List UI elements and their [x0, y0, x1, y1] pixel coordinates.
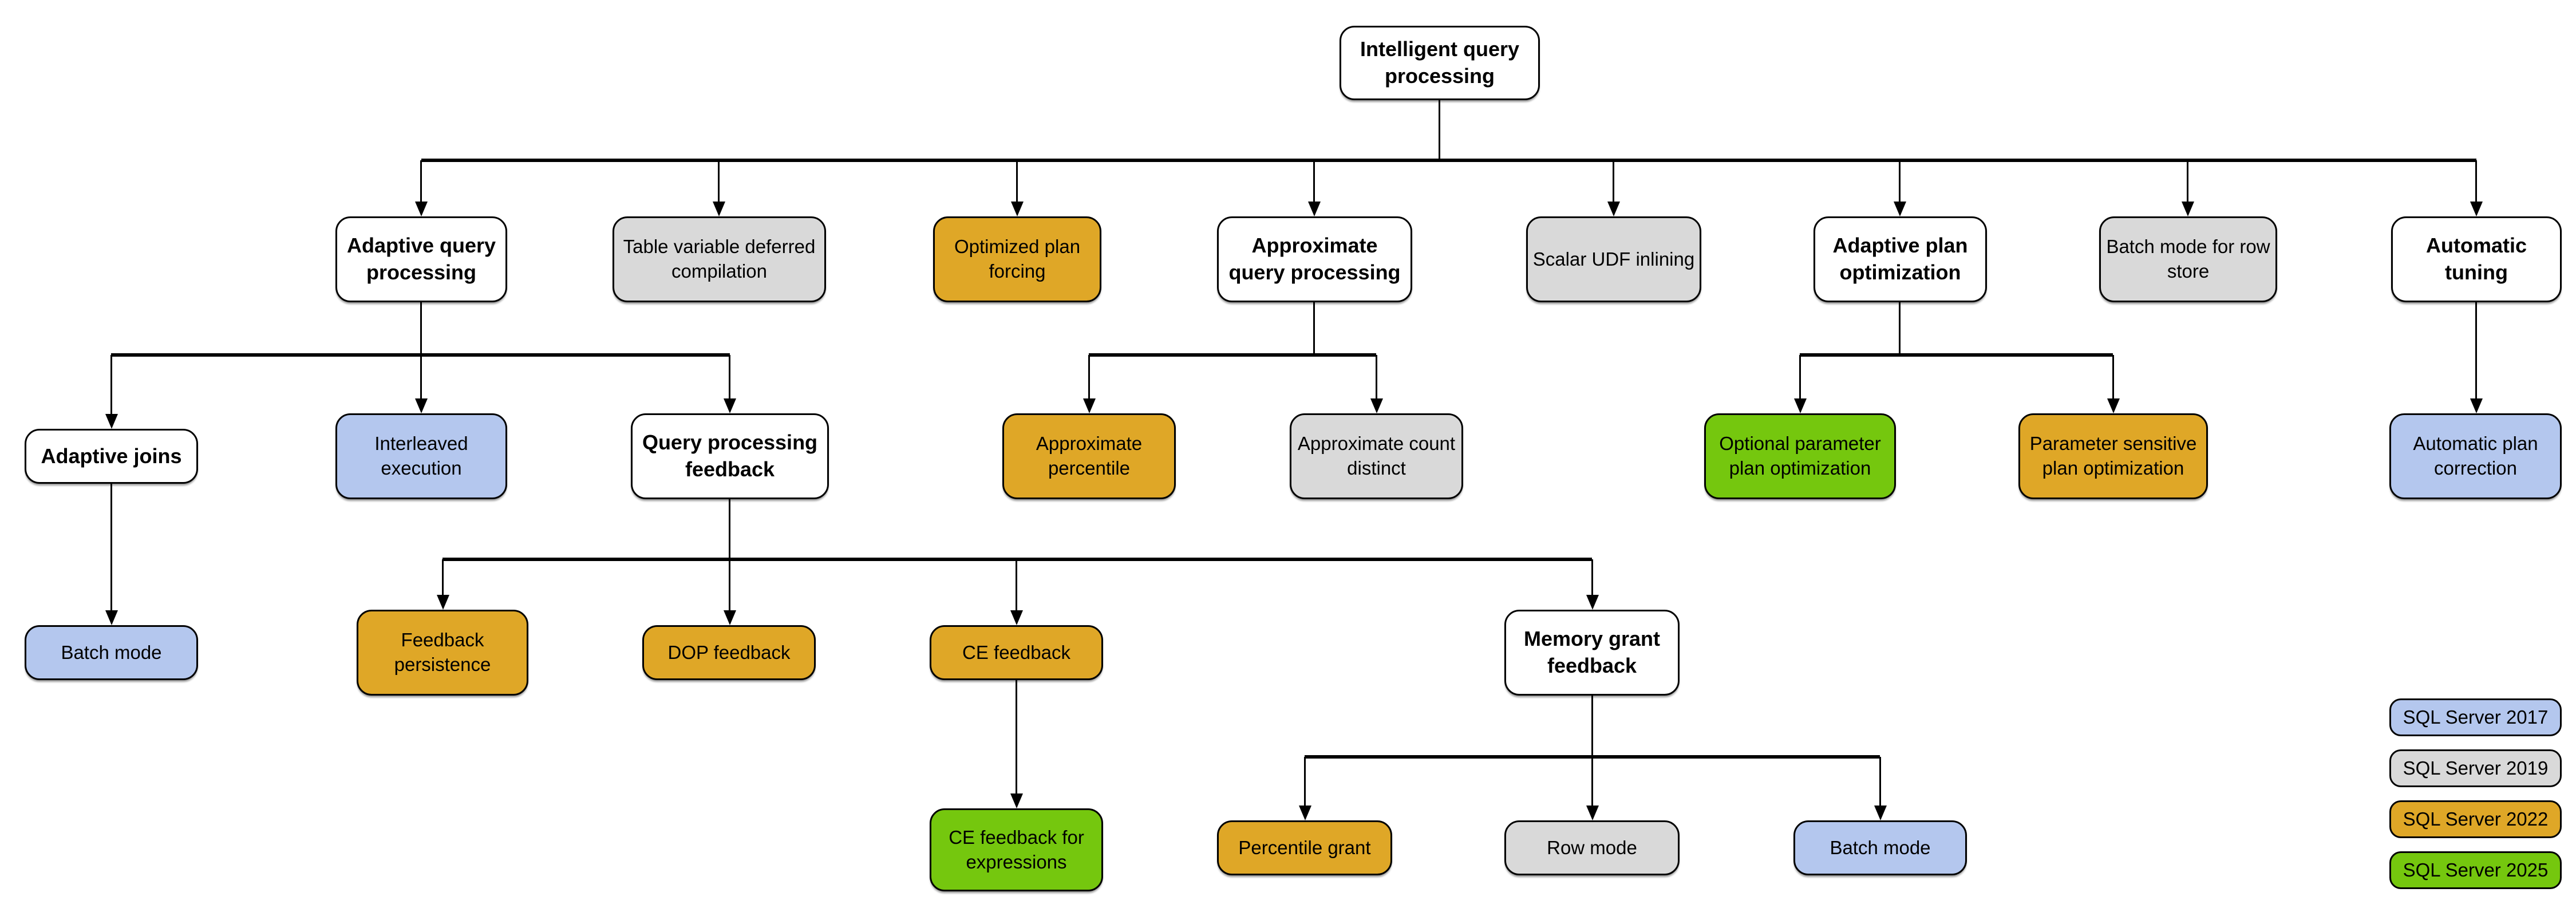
- arrowhead-icon: [713, 202, 725, 216]
- connector-line: [1613, 160, 1614, 206]
- connector-line: [1899, 160, 1901, 206]
- node-adaptive-plan-optimization: Adaptive plan optimization: [1814, 216, 1987, 302]
- arrowhead-icon: [1607, 202, 1620, 216]
- arrowhead-icon: [1083, 398, 1096, 413]
- connector-line: [1591, 757, 1593, 810]
- arrowhead-icon: [724, 398, 736, 413]
- connector-line: [420, 302, 422, 357]
- node-adaptive-query-processing: Adaptive query processing: [335, 216, 507, 302]
- arrowhead-icon: [105, 610, 118, 625]
- node-optional-parameter-plan-optimization: Optional parameter plan optimization: [1704, 413, 1896, 499]
- arrowhead-icon: [1010, 793, 1023, 808]
- node-ce-feedback: CE feedback: [930, 625, 1103, 680]
- arrowhead-icon: [437, 595, 449, 610]
- node-batch-mode-memory-grant: Batch mode: [1793, 820, 1967, 875]
- connector-line: [1591, 696, 1593, 759]
- connector-line: [1016, 559, 1017, 615]
- connector-line: [729, 559, 730, 615]
- arrowhead-icon: [1586, 595, 1599, 610]
- arrowhead-icon: [2470, 398, 2483, 413]
- legend-item-sql-server-2019: SQL Server 2019: [2389, 749, 2562, 787]
- arrowhead-icon: [1874, 806, 1887, 820]
- connector-line: [110, 484, 112, 611]
- connector-line: [1304, 757, 1306, 810]
- node-automatic-plan-correction: Automatic plan correction: [2389, 413, 2562, 499]
- node-ce-feedback-for-expressions: CE feedback for expressions: [930, 808, 1103, 891]
- connector-line: [1376, 355, 1377, 403]
- node-optimized-plan-forcing: Optimized plan forcing: [933, 216, 1101, 302]
- arrowhead-icon: [724, 610, 736, 625]
- node-approximate-count-distinct: Approximate count distinct: [1290, 413, 1463, 499]
- arrowhead-icon: [1894, 202, 1906, 216]
- node-table-variable-deferred-compilation: Table variable deferred compilation: [613, 216, 826, 302]
- connector-line: [718, 160, 720, 206]
- connector-line: [1313, 160, 1315, 206]
- node-memory-grant-feedback: Memory grant feedback: [1504, 610, 1680, 696]
- legend-item-sql-server-2025: SQL Server 2025: [2389, 851, 2562, 889]
- connector-line: [1799, 355, 1801, 403]
- connector-line: [2187, 160, 2188, 206]
- connector-line: [2112, 355, 2114, 403]
- connector-line: [2475, 302, 2477, 400]
- arrowhead-icon: [1370, 398, 1383, 413]
- connector-line: [2475, 160, 2477, 206]
- connector-line: [421, 159, 2476, 162]
- connector-line: [1088, 355, 1090, 403]
- connector-line: [729, 499, 730, 561]
- node-approximate-percentile: Approximate percentile: [1002, 413, 1176, 499]
- node-batch-mode-adaptive-joins: Batch mode: [25, 625, 198, 680]
- connector-line: [1899, 302, 1901, 357]
- arrowhead-icon: [1794, 398, 1807, 413]
- connector-line: [1016, 680, 1017, 795]
- node-approximate-query-processing: Approximate query processing: [1217, 216, 1412, 302]
- arrowhead-icon: [415, 398, 428, 413]
- node-batch-mode-for-row-store: Batch mode for row store: [2099, 216, 2277, 302]
- connector-line: [1439, 100, 1440, 162]
- arrowhead-icon: [1011, 202, 1024, 216]
- node-automatic-tuning: Automatic tuning: [2391, 216, 2562, 302]
- connector-line: [1016, 160, 1018, 206]
- connector-line: [1591, 559, 1593, 599]
- connector-line: [420, 355, 422, 403]
- node-adaptive-joins: Adaptive joins: [25, 429, 198, 484]
- arrowhead-icon: [415, 202, 428, 216]
- node-percentile-grant: Percentile grant: [1217, 820, 1392, 875]
- connector-line: [420, 160, 422, 206]
- node-parameter-sensitive-plan-optimization: Parameter sensitive plan optimization: [2018, 413, 2208, 499]
- arrowhead-icon: [1308, 202, 1321, 216]
- legend-item-sql-server-2022: SQL Server 2022: [2389, 800, 2562, 838]
- connector-line: [1089, 353, 1376, 357]
- connector-line: [1879, 757, 1881, 810]
- arrowhead-icon: [2107, 398, 2120, 413]
- node-query-processing-feedback: Query processing feedback: [631, 413, 829, 499]
- node-dop-feedback: DOP feedback: [642, 625, 816, 680]
- node-intelligent-query-processing: Intelligent query processing: [1340, 26, 1540, 100]
- connector-line: [1800, 353, 2113, 357]
- connector-line: [110, 355, 112, 418]
- arrowhead-icon: [2182, 202, 2194, 216]
- node-scalar-udf-inlining: Scalar UDF inlining: [1526, 216, 1701, 302]
- node-interleaved-execution: Interleaved execution: [335, 413, 507, 499]
- node-row-mode: Row mode: [1504, 820, 1680, 875]
- legend-item-sql-server-2017: SQL Server 2017: [2389, 698, 2562, 736]
- connector-line: [1313, 302, 1315, 357]
- connector-line: [729, 355, 730, 403]
- arrowhead-icon: [105, 414, 118, 429]
- node-feedback-persistence: Feedback persistence: [357, 610, 528, 696]
- arrowhead-icon: [1299, 806, 1311, 820]
- arrowhead-icon: [1010, 610, 1023, 625]
- connector-line: [442, 559, 444, 599]
- connector-line: [442, 558, 1592, 561]
- arrowhead-icon: [1586, 806, 1599, 820]
- arrowhead-icon: [2470, 202, 2483, 216]
